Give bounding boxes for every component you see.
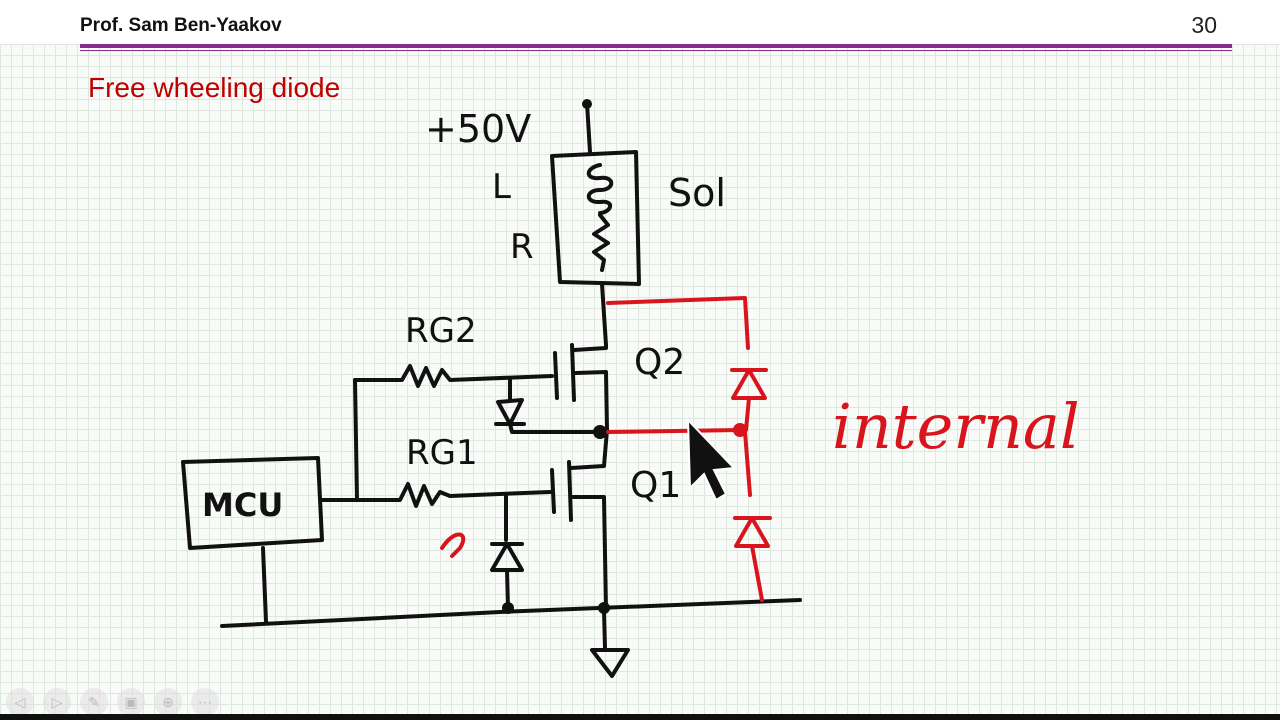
q2-source-lead: [574, 370, 609, 432]
q1-label: Q1: [630, 465, 681, 506]
q1-body-diode: [734, 516, 770, 548]
red-node: [733, 423, 747, 437]
pen-icon[interactable]: ✎: [80, 688, 108, 716]
supply-label: +50V: [425, 107, 531, 151]
q2-zener-body: [496, 398, 524, 426]
q2-source-return: [508, 422, 609, 434]
mcu-box: [181, 456, 324, 550]
rg2-resistor: [353, 364, 554, 388]
midpoint-node: [593, 425, 607, 439]
slide-title: Free wheeling diode: [88, 72, 341, 103]
solenoid-box: [550, 150, 641, 286]
rg1-resistor: [320, 482, 552, 508]
red-wire-center: [606, 428, 742, 434]
inductor-label: L: [492, 167, 511, 207]
mcu-ground-wire: [261, 546, 268, 624]
supply-node: [582, 99, 592, 109]
drain-wire: [600, 282, 608, 347]
rg1-label: RG1: [406, 433, 478, 473]
gate-drive-wire: [353, 378, 359, 502]
more-icon[interactable]: ⋯: [191, 688, 219, 716]
resistor-label: R: [510, 227, 534, 267]
red-wire-lower: [743, 430, 752, 497]
q1-zener-body: [490, 542, 524, 572]
zoom-icon[interactable]: ⊕: [154, 688, 182, 716]
header-rule-thin: [80, 50, 1232, 51]
q2-label: Q2: [634, 342, 685, 383]
q1-source-lead: [571, 495, 608, 612]
q1-zener-ground: [505, 568, 510, 610]
inductor-coil: [586, 163, 614, 215]
prev-icon[interactable]: ◁: [6, 688, 34, 716]
ground-symbol: [590, 648, 630, 678]
red-wire-ground: [750, 544, 764, 602]
slide-header: [0, 0, 1280, 44]
q2-channel: [570, 343, 576, 402]
supply-wire: [585, 101, 592, 154]
slides-icon[interactable]: ▣: [117, 688, 145, 716]
question-label: ?: [440, 544, 446, 555]
ground-rail: [220, 598, 802, 628]
mouse-pointer-icon: [686, 417, 737, 502]
q2-gate-plate: [553, 351, 559, 400]
q1-channel: [567, 460, 573, 522]
q2-drain-lead: [572, 343, 608, 352]
internal-label: internal: [832, 390, 1080, 463]
mcu-label: MCU: [202, 486, 283, 524]
q2-body-diode: [731, 368, 767, 400]
page-number: 30: [1191, 12, 1217, 38]
header-rule: [80, 44, 1232, 48]
slideshow-toolbar: ◁ ▷ ✎ ▣ ⊕ ⋯: [6, 688, 219, 716]
red-wire-mid: [744, 396, 751, 432]
author-name: Prof. Sam Ben-Yaakov: [80, 15, 282, 36]
question-mark-stroke: [440, 532, 466, 558]
solenoid-label: Sol: [668, 171, 726, 215]
solenoid-resistor: [592, 213, 610, 272]
ground-node-1: [502, 602, 514, 614]
rg2-label: RG2: [405, 311, 477, 351]
red-wire-top: [606, 296, 750, 350]
bottom-bar: [0, 714, 1280, 720]
q1-drain-lead: [569, 428, 609, 470]
ground-wire: [602, 608, 607, 650]
next-icon[interactable]: ▷: [43, 688, 71, 716]
q1-gate-plate: [550, 468, 556, 514]
